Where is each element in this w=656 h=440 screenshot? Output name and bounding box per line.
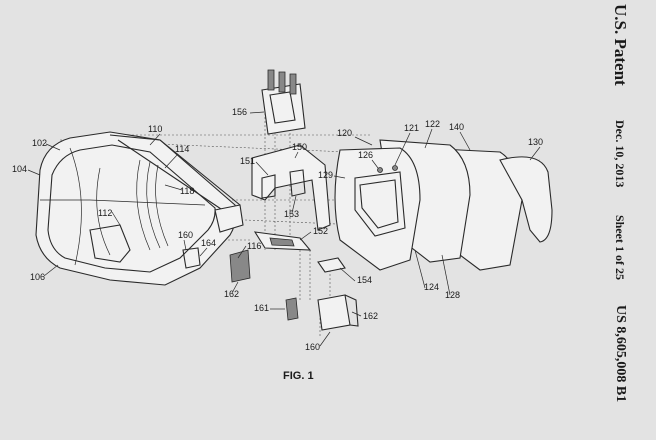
ref-102: 102 bbox=[32, 138, 47, 148]
ref-124: 124 bbox=[424, 282, 439, 292]
ref-112: 112 bbox=[98, 208, 112, 218]
figure-label: FIG. 1 bbox=[283, 370, 314, 382]
ref-121: 121 bbox=[404, 123, 419, 133]
ref-164: 164 bbox=[201, 238, 216, 248]
ref-161: 161 bbox=[254, 303, 269, 313]
ref-106: 106 bbox=[30, 272, 45, 282]
ref-160-top: 160 bbox=[178, 230, 193, 240]
ref-120: 120 bbox=[337, 128, 352, 138]
reference-numerals: 102 104 106 110 112 114 116 118 120 121 … bbox=[12, 107, 543, 352]
ref-126: 126 bbox=[358, 150, 373, 160]
ref-129: 129 bbox=[318, 170, 333, 180]
ref-162-bottom: 162 bbox=[363, 311, 378, 321]
ref-110: 110 bbox=[148, 124, 162, 134]
ref-118: 118 bbox=[180, 186, 194, 196]
ref-156: 156 bbox=[232, 107, 247, 117]
ref-162-top: 162 bbox=[224, 289, 239, 299]
ref-160-bottom: 160 bbox=[305, 342, 320, 352]
goggle-frame bbox=[35, 131, 241, 286]
ref-154: 154 bbox=[357, 275, 372, 285]
ref-104: 104 bbox=[12, 164, 27, 174]
ref-150: 150 bbox=[292, 142, 307, 152]
ref-116: 116 bbox=[247, 241, 261, 251]
top-clip-assembly bbox=[261, 69, 306, 135]
slider-module bbox=[253, 231, 346, 273]
ref-130: 130 bbox=[528, 137, 543, 147]
leader-lines bbox=[27, 111, 541, 347]
mount-bracket bbox=[214, 204, 251, 283]
ref-140: 140 bbox=[449, 122, 464, 132]
face-mask-layers bbox=[334, 139, 553, 271]
ref-153: 153 bbox=[284, 209, 299, 219]
electronics-housing bbox=[251, 144, 331, 231]
ref-152: 152 bbox=[313, 226, 328, 236]
ref-128: 128 bbox=[445, 290, 460, 300]
ref-114: 114 bbox=[175, 144, 189, 154]
battery-module bbox=[285, 294, 359, 331]
ref-151: 151 bbox=[240, 156, 255, 166]
ref-122: 122 bbox=[425, 119, 440, 129]
